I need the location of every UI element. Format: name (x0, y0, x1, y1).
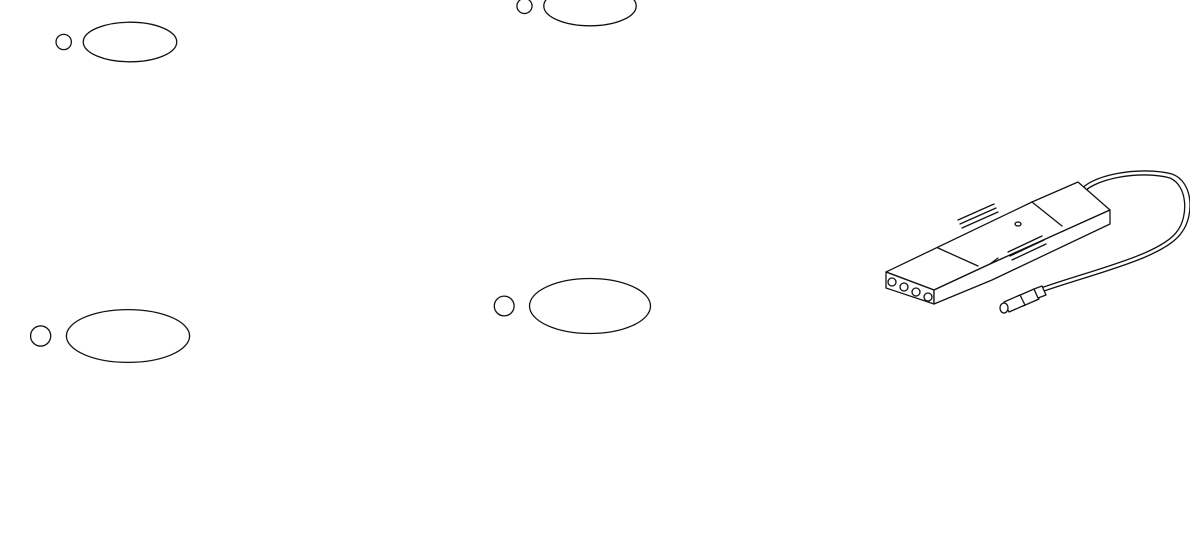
side-port (55, 33, 73, 51)
side-port (516, 0, 533, 15)
led-driver-box-drawing (885, 170, 1190, 314)
heatsink-housing-small-drawing (30, 21, 178, 63)
cable-plug (999, 285, 1047, 314)
driver-ribs (957, 203, 1047, 261)
heatsink-housing-tall (498, 0, 683, 218)
side-port (493, 295, 515, 317)
heatsink-housing-large-drawing (466, 277, 652, 335)
heatsink-housing-wide-drawing (2, 308, 191, 364)
heatsink-housing-large (466, 277, 714, 554)
heatsink-housing-wide (2, 308, 252, 554)
heatsink-housing-tall-drawing (498, 0, 637, 27)
heatsink-housing-small (30, 21, 230, 214)
led-driver-box-with-cable (882, 164, 1190, 330)
driver-connectors (887, 277, 933, 302)
side-port (29, 325, 52, 347)
